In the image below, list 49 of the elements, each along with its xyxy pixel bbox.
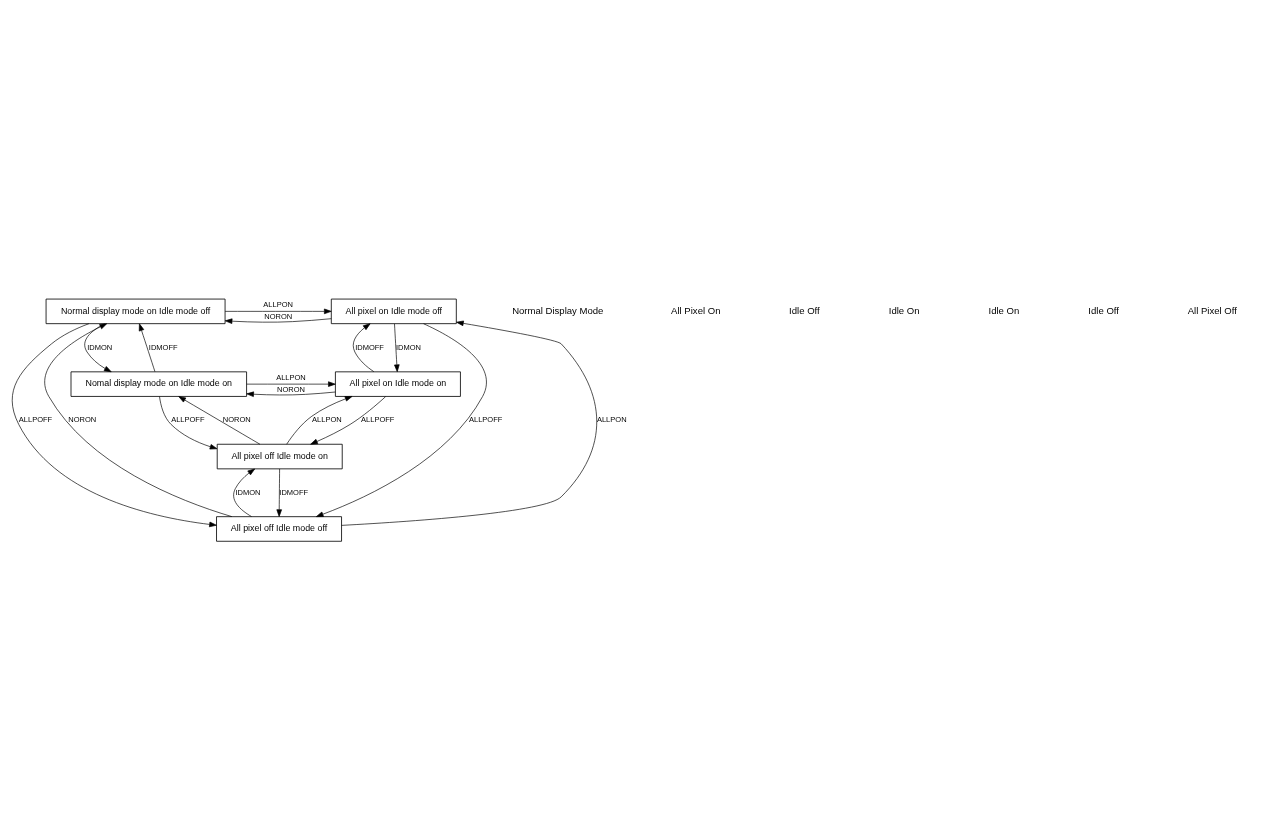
arrow <box>224 318 332 324</box>
arrow <box>84 323 112 373</box>
label: Idle On <box>988 304 1020 316</box>
edge-label: ALLPOFF <box>18 415 53 425</box>
arrow <box>44 323 233 517</box>
arrow <box>352 323 375 373</box>
label: Idle On <box>888 304 920 316</box>
node-box: All pixel on Idle mode off <box>330 298 457 325</box>
label: Idle Off <box>1088 304 1119 316</box>
edge-label: ALLPON <box>312 415 342 425</box>
label: Normal Display Mode <box>512 304 604 316</box>
edge-label: IDMOFF <box>279 487 309 497</box>
edge-label: IDMON <box>396 342 421 352</box>
arrow <box>11 323 217 528</box>
edge-label: ALLPON <box>596 415 627 425</box>
arrow <box>138 323 156 372</box>
arrow <box>224 308 332 315</box>
edge-label: NORON <box>277 385 305 395</box>
edge-label: ALLPON <box>276 372 306 382</box>
arrow <box>310 396 386 445</box>
node-box: All pixel off Idle mode off <box>216 516 342 542</box>
label: All Pixel Off <box>1187 304 1237 316</box>
arrow <box>341 320 598 526</box>
arrow <box>246 381 336 387</box>
arrow <box>394 323 400 372</box>
node-box: All pixel off Idle mode on <box>216 443 343 470</box>
edge-label: NORON <box>68 415 97 425</box>
edge-label: ALLPOFF <box>469 415 503 425</box>
arrow <box>178 396 261 445</box>
arrow <box>276 468 282 517</box>
edge-label: IDMON <box>87 342 113 352</box>
node-box: Normal display mode on Idle mode off <box>45 298 226 325</box>
node-box: All pixel on Idle mode on <box>335 371 461 397</box>
edge-label: IDMOFF <box>148 342 178 352</box>
label: Idle Off <box>789 304 820 316</box>
label: All Pixel On <box>671 304 721 316</box>
edge-label: ALLPOFF <box>361 415 395 425</box>
edge-label: ALLPON <box>263 300 293 310</box>
arrow <box>286 396 353 445</box>
arrow <box>159 396 218 450</box>
edge-label: ALLPOFF <box>171 415 205 425</box>
arrow <box>233 468 256 517</box>
arrow <box>246 391 336 397</box>
edge-label: IDMOFF <box>355 342 384 352</box>
arrow <box>315 323 487 517</box>
edge-label: NORON <box>222 415 251 425</box>
edge-label: NORON <box>264 312 293 322</box>
node-box: Nomal display mode on Idle mode on <box>70 371 247 397</box>
edge-label: IDMON <box>235 487 261 497</box>
